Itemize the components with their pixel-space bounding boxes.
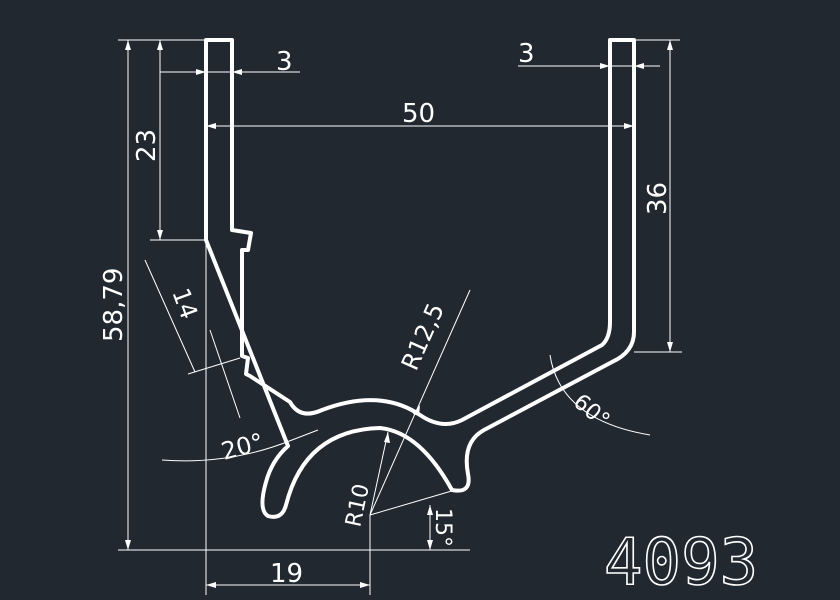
dim-angle-right: 60° [568,389,614,433]
dim-width: 50 [402,99,435,129]
dimension-lines [118,39,682,595]
dim-right-height: 36 [643,182,673,215]
dim-slant-length: 14 [166,284,203,322]
dim-left-upper-height: 23 [132,129,162,162]
dim-angle-bottom: 15° [430,508,455,547]
dim-radius-outer: R12,5 [396,299,450,374]
dim-total-height: 58,79 [99,268,129,342]
dim-wall-right: 3 [518,39,535,69]
dim-angle-left: 20° [218,428,266,466]
dim-wall-left: 3 [276,47,293,77]
part-number: 4093 [604,526,758,600]
arrowheads [125,40,673,588]
profile-outline [204,38,636,519]
dim-bottom-offset: 19 [270,559,303,589]
